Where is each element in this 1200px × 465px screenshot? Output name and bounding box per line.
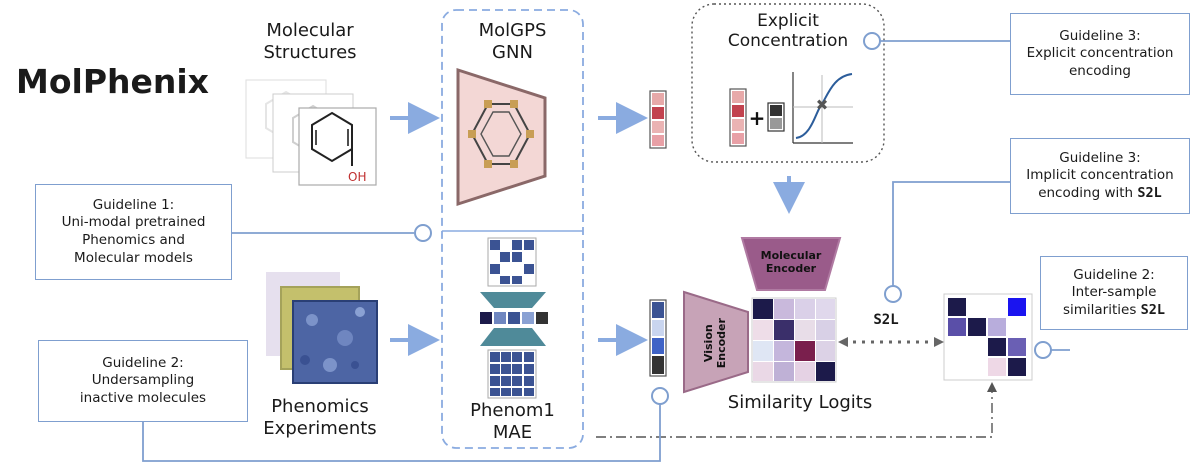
phenomics-line1: Phenomics — [271, 396, 369, 417]
explicit-concentration-panel — [691, 3, 885, 163]
mae-encoder — [480, 237, 548, 399]
undersampling-link — [596, 388, 993, 438]
page-title: MolPhenix — [16, 62, 209, 101]
guideline-2a-box: Guideline 2: Undersampling inactive mole… — [38, 340, 248, 422]
molecular-encoder-label: Molecular Encoder — [752, 249, 830, 275]
g1-line3: Phenomics and — [82, 232, 185, 248]
phenom-line1: Phenom1 — [470, 400, 555, 421]
g1-line4: Molecular models — [74, 249, 193, 266]
g2b-line3: similarities S2L — [1063, 302, 1165, 320]
phenom-line2: MAE — [492, 421, 533, 443]
g3a-node — [863, 32, 881, 50]
guideline-2b-box: Guideline 2: Inter-sample similarities S… — [1040, 256, 1188, 330]
molgps-line1: MolGPS — [478, 20, 547, 41]
g3b-connector — [892, 181, 1010, 286]
g1-line1: Guideline 1: — [92, 196, 175, 213]
phenom-mae-label: Phenom1 MAE — [442, 400, 583, 443]
guideline-3a-box: Guideline 3: Explicit concentration enco… — [1010, 13, 1190, 95]
phenomics-embedding-vector — [649, 299, 667, 377]
concentration-encoding: + ✖ — [729, 72, 853, 147]
g2a-node — [651, 387, 669, 405]
molecule-images — [245, 79, 377, 186]
explicit-line1: Explicit — [757, 11, 819, 31]
molecular-encoder — [740, 237, 842, 291]
s2l-label: S2L — [873, 312, 899, 328]
molgps-line2: GNN — [492, 41, 533, 63]
g3b-node — [884, 285, 902, 303]
g2b-line3-text: similarities — [1062, 301, 1137, 318]
explicit-line2: Concentration — [727, 31, 849, 52]
vis-enc-line2: Encoder — [715, 318, 728, 369]
molecular-structures-line1: Molecular — [266, 20, 354, 41]
vis-enc-line1: Vision — [701, 324, 715, 363]
g3b-line3-text: encoding with — [1038, 184, 1134, 201]
g3a-line3: encoding — [1068, 62, 1131, 79]
gnn-encoder — [456, 67, 547, 207]
model-panel — [441, 9, 584, 449]
g2b-code: S2L — [1140, 301, 1166, 318]
svg-text:✖: ✖ — [816, 96, 829, 114]
oh-label: OH — [348, 170, 367, 184]
explicit-concentration-label: Explicit Concentration — [700, 11, 876, 52]
g2a-connector — [142, 404, 661, 462]
mol-enc-line1: Molecular — [760, 249, 822, 262]
g2b-node — [1034, 341, 1052, 359]
molecular-structures-label: Molecular Structures — [250, 20, 370, 63]
mol-enc-line2: Encoder — [765, 262, 817, 276]
g3b-line1: Guideline 3: — [1059, 149, 1141, 166]
g1-node — [414, 224, 432, 242]
vision-encoder-label: Vision Encoder — [702, 298, 728, 388]
vision-encoder — [683, 290, 749, 394]
phenomics-images — [266, 272, 378, 384]
molecular-structures-line2: Structures — [263, 41, 357, 63]
g2a-line2: Undersampling — [91, 372, 195, 389]
g3a-line1: Guideline 3: — [1059, 27, 1141, 44]
g1-line2: Uni-modal pretrained — [61, 214, 206, 231]
g3b-code: S2L — [1137, 184, 1162, 201]
g3a-line2: Explicit concentration — [1026, 45, 1174, 62]
inter-sample-matrix — [943, 293, 1033, 381]
g2a-line1: Guideline 2: — [102, 354, 184, 371]
phenomics-line2: Experiments — [263, 417, 377, 439]
g3b-line2: Implicit concentration — [1026, 167, 1174, 184]
g3b-line3: encoding with S2L — [1026, 185, 1173, 203]
g2b-line1: Guideline 2: — [1073, 266, 1155, 283]
g2a-line3: inactive molecules — [79, 389, 207, 406]
svg-text:+: + — [749, 106, 766, 130]
similarity-logits-label: Similarity Logits — [727, 392, 873, 413]
phenomics-label: Phenomics Experiments — [250, 396, 390, 439]
guideline-1-box: Guideline 1: Uni-modal pretrained Phenom… — [35, 184, 232, 280]
guideline-3b-box: Guideline 3: Implicit concentration enco… — [1010, 138, 1190, 214]
molecular-embedding-vector — [649, 90, 667, 149]
similarity-logits-matrix — [751, 297, 837, 383]
g2b-line2: Inter-sample — [1071, 284, 1157, 301]
molgps-label: MolGPS GNN — [442, 20, 583, 63]
